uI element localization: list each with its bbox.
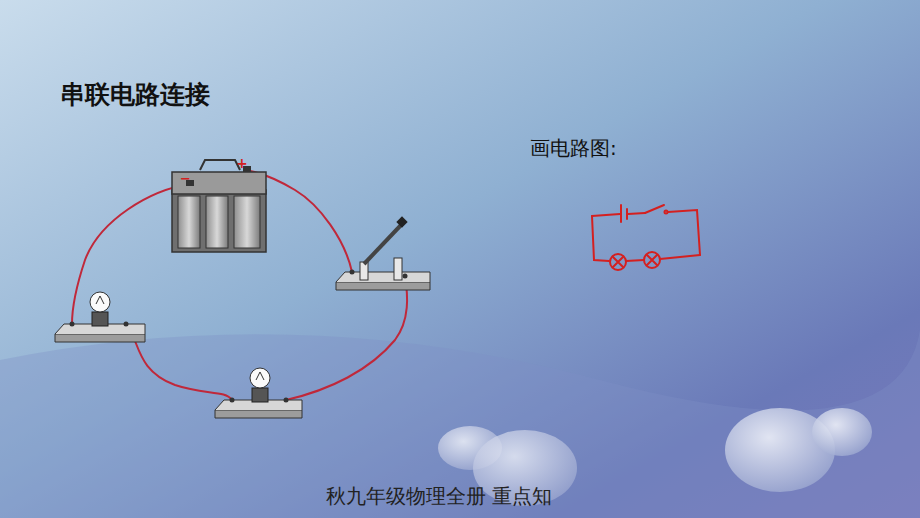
switch <box>336 216 430 290</box>
terminal-sign: − <box>180 172 191 185</box>
bulb <box>55 292 145 342</box>
background-wave <box>0 330 920 518</box>
slide-title: 串联电路连接 <box>60 78 210 111</box>
bulb <box>215 368 302 418</box>
circuit-sketch <box>592 205 700 270</box>
prompt-text: 画电路图: <box>530 138 617 158</box>
footer-text: 秋九年级物理全册 重点知 <box>326 486 552 506</box>
battery <box>172 160 266 252</box>
terminal-sign: + <box>236 156 248 170</box>
sphere <box>812 408 872 456</box>
